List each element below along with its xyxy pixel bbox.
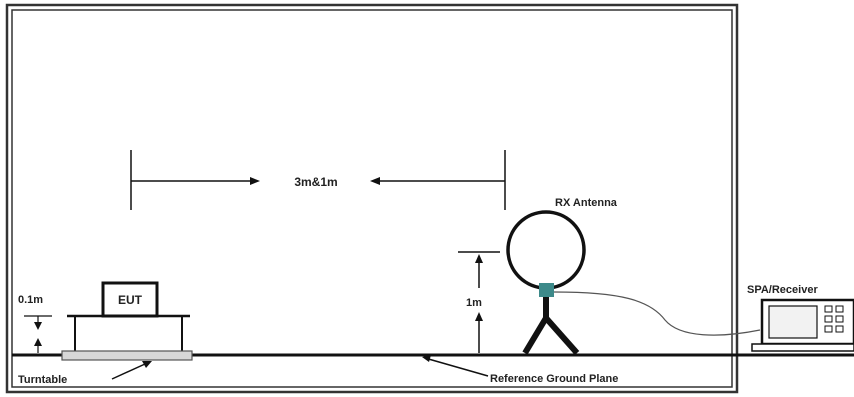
antenna-base <box>539 283 554 297</box>
eut-height-label: 0.1m <box>18 294 43 306</box>
eut-rectangle <box>101 281 159 318</box>
antenna-loop <box>506 210 586 290</box>
eut-label: EUT <box>118 293 143 307</box>
antenna-left-leg <box>522 316 549 355</box>
turntable-label: Turntable <box>18 374 67 386</box>
analyzer-stand <box>751 343 854 352</box>
eut-height-down-arrowhead <box>34 322 42 330</box>
turntable-assembly <box>61 314 193 361</box>
distance-label: 3m&1m <box>294 175 337 189</box>
analyzer-keypad-icon <box>824 305 844 333</box>
eut-height-up-arrowhead <box>34 338 42 346</box>
antenna-height-down-arrowhead <box>475 312 483 321</box>
ground-plane-pointer-arrowhead <box>422 355 431 362</box>
analyzer-screen <box>768 305 818 339</box>
antenna-height-dimension: 1m <box>458 251 500 353</box>
ground-plane-pointer-line <box>424 357 489 377</box>
eut-box: EUT <box>101 281 159 318</box>
turntable-pointer-arrowhead <box>142 361 152 368</box>
antenna-cable <box>553 291 761 336</box>
turntable-platform <box>61 350 193 361</box>
ground-plane-label: Reference Ground Plane <box>490 373 618 385</box>
spectrum-analyzer: SPA/Receiver <box>747 284 854 352</box>
antenna-height-label: 1m <box>466 297 482 309</box>
distance-right-arrowhead <box>370 177 380 185</box>
turntable-callout: Turntable <box>18 361 152 386</box>
receiver-label: SPA/Receiver <box>747 284 818 296</box>
eut-height-dimension: 0.1m <box>18 294 52 353</box>
chamber-outer-border <box>5 3 739 394</box>
antenna-height-up-arrowhead <box>475 254 483 263</box>
rx-antenna: RX Antenna <box>506 197 618 355</box>
distance-dimension: 3m&1m <box>130 150 506 210</box>
ground-plane-callout: Reference Ground Plane <box>422 355 618 385</box>
chamber-inner-border <box>11 9 733 388</box>
antenna-label: RX Antenna <box>555 197 618 209</box>
turntable-pointer-line <box>111 363 146 380</box>
antenna-right-leg <box>543 316 580 355</box>
distance-left-arrowhead <box>250 177 260 185</box>
